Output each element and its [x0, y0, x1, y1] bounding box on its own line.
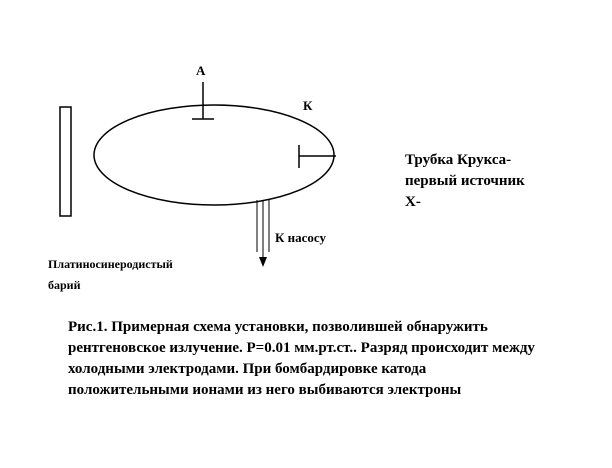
tube-label: Трубка Крукса- первый источник X-: [405, 152, 525, 210]
pump-outlet: [256, 200, 270, 267]
anode-label: А: [196, 63, 206, 78]
figure-caption: Рис.1. Примерная схема установки, позвол…: [68, 319, 535, 398]
pump-label: К насосу: [275, 230, 327, 245]
cathode-electrode: [298, 145, 336, 168]
anode-electrode: [192, 82, 214, 120]
screen-label: Платиносинеродистый барий: [48, 257, 173, 292]
cathode-label: К: [303, 98, 313, 113]
crookes-tube: [93, 104, 335, 206]
fluorescent-screen: [59, 106, 72, 217]
